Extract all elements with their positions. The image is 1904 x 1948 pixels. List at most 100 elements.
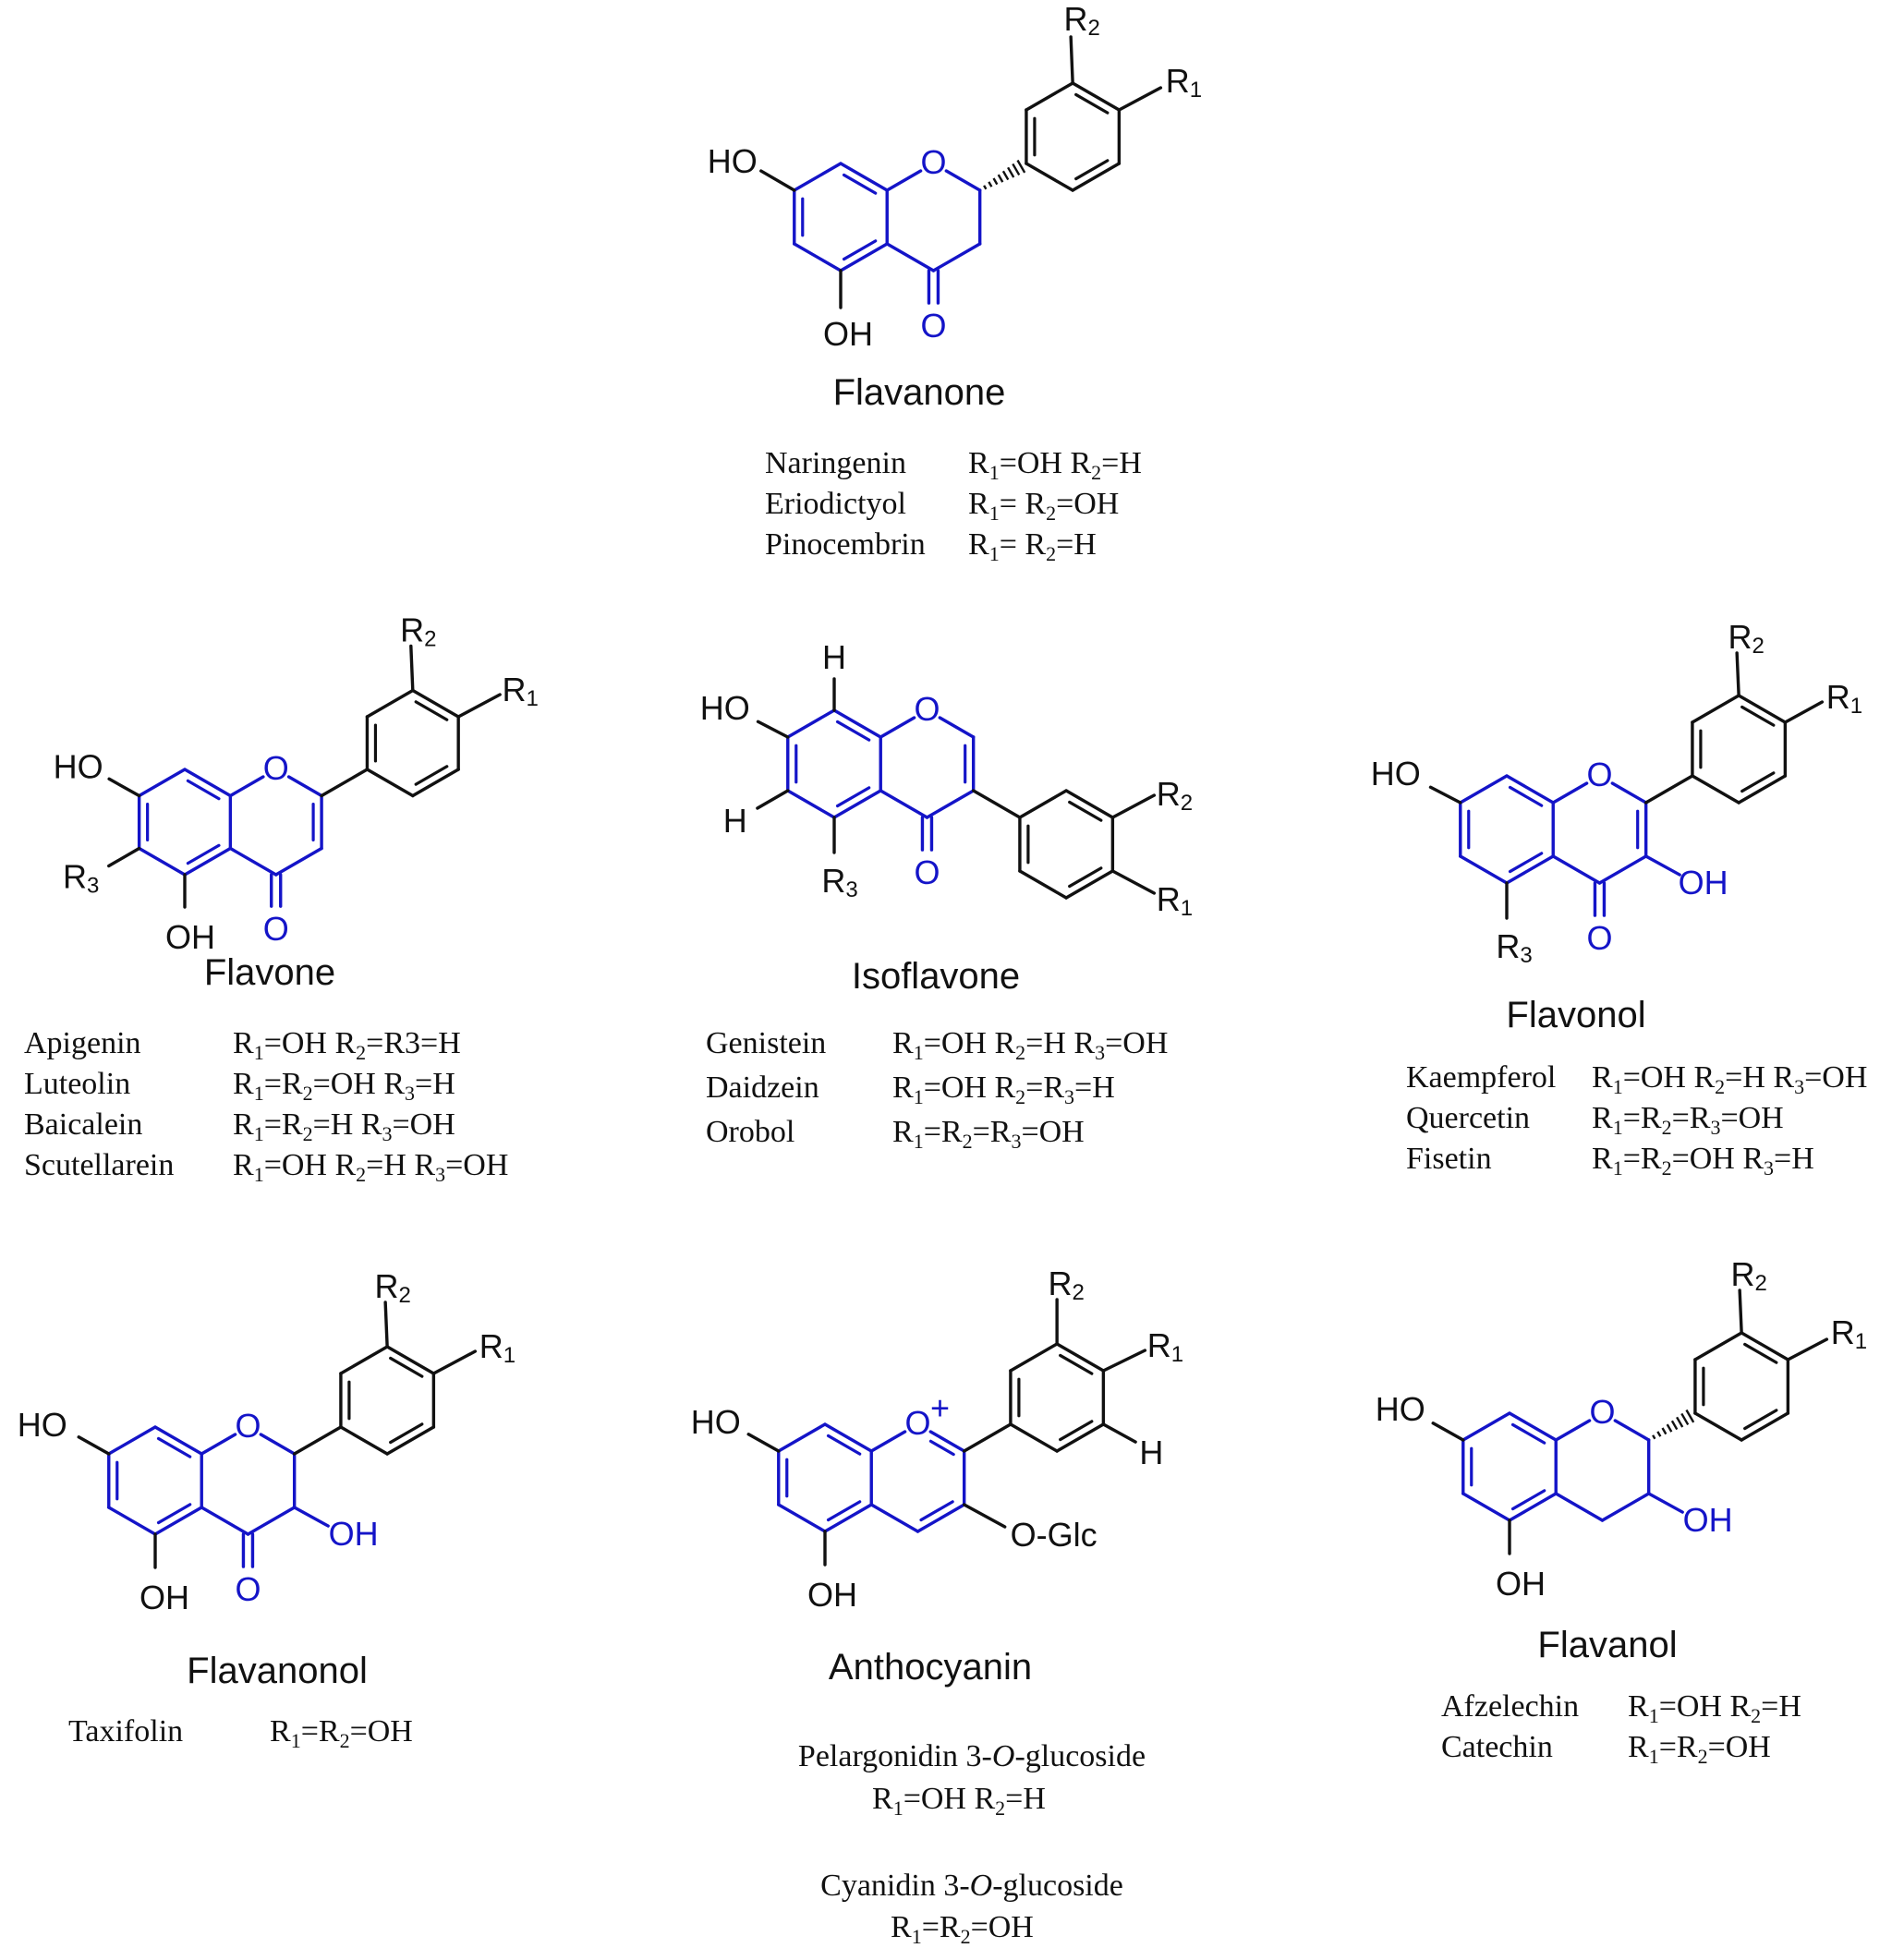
bond (107, 1425, 157, 1456)
bond (839, 162, 889, 192)
r1-label: R1 (1157, 880, 1193, 921)
atom-symbol: O (1589, 1393, 1615, 1431)
r-subscript: 1 (893, 1797, 903, 1820)
r-symbol: R (994, 1026, 1015, 1060)
bond (1431, 1422, 1465, 1442)
r-symbol: R (1592, 1142, 1613, 1176)
r-value: =OH (350, 1714, 413, 1748)
r-subscript: 2 (1046, 542, 1056, 565)
r2-label: R2 (1063, 0, 1099, 41)
r-subscript: 1 (1613, 1075, 1623, 1098)
r-subscript: 1 (989, 461, 1000, 484)
r-subscript: 2 (1046, 502, 1056, 525)
atom-symbol: O (235, 1570, 261, 1608)
bond (962, 1503, 1007, 1529)
r-symbol: R (990, 1115, 1012, 1149)
stereo-hash (1016, 159, 1026, 174)
bond (777, 1422, 827, 1453)
atom-symbol: O (1586, 756, 1612, 793)
bond (1101, 1422, 1137, 1444)
bond (1064, 869, 1115, 900)
stereo-hash (1652, 1434, 1656, 1440)
atom-symbol: HO (691, 1403, 741, 1441)
r-subscript: 2 (356, 1163, 366, 1186)
bond (183, 768, 233, 798)
atom-symbol: OH (1496, 1565, 1546, 1603)
atom-subscript: 1 (1181, 896, 1193, 921)
r-value: = (1623, 1101, 1641, 1135)
stereo-hash (1656, 1431, 1662, 1437)
atom-symbol: R (1063, 0, 1087, 38)
bond (1009, 1422, 1059, 1453)
hydrogen-label: H (723, 802, 747, 840)
compound-name: Naringenin (765, 446, 906, 480)
r-subscript: 2 (1698, 1745, 1708, 1768)
bond (842, 239, 878, 261)
atom-symbol: R (1728, 618, 1752, 656)
r-symbol: R (1677, 1730, 1698, 1764)
substituent-rule: R1=OH R2=R3=H (233, 1026, 461, 1064)
atom-symbol: O-Glc (1011, 1516, 1098, 1554)
hydroxyl-label: HO (700, 689, 750, 727)
bond (228, 775, 265, 798)
r-symbol: R (1690, 1101, 1711, 1135)
bond (1505, 774, 1555, 805)
substituent-rule: R1=R2=R3=OH (1592, 1101, 1784, 1139)
atom-symbol: HO (1376, 1390, 1425, 1428)
r-symbol: R (872, 1782, 893, 1816)
compound-anthocyanin: O+HOOHO-GlcR1R2HAnthocyaninPelargonidin … (691, 1264, 1183, 1948)
stereo-hash (983, 185, 988, 190)
atom-symbol: R (1157, 775, 1181, 813)
bond (1018, 869, 1068, 900)
r-symbol: R (233, 1067, 254, 1101)
compound-name: Eriodictyol (765, 487, 906, 521)
bond (1693, 1331, 1743, 1361)
carbonyl-oxygen: O (235, 1570, 261, 1608)
r-symbol: R (270, 1714, 291, 1748)
bond (928, 1439, 955, 1457)
r-subscript: 3 (382, 1122, 392, 1145)
stereo-hash (997, 174, 1004, 183)
ring-oxygen: O (1589, 1393, 1615, 1431)
atom-symbol: R (1166, 62, 1190, 100)
compound-name: Baicalein (24, 1107, 142, 1142)
r1-label: R1 (502, 671, 538, 711)
bond (1600, 1492, 1651, 1522)
bond (1743, 1409, 1778, 1431)
atom-subscript: 1 (1850, 694, 1862, 719)
bond (1074, 92, 1110, 115)
atom-symbol: HO (708, 142, 758, 180)
r-value: =OH (1659, 1689, 1730, 1724)
bond (1059, 1353, 1094, 1375)
bond (879, 716, 916, 739)
bond (826, 1500, 862, 1522)
bond (1110, 793, 1157, 819)
bond (409, 644, 415, 693)
r-subscript: 2 (340, 1729, 350, 1752)
bond (1064, 789, 1115, 819)
r2-label: R2 (1728, 618, 1764, 659)
bond (1740, 705, 1776, 727)
substituent-rule: R1=OH R2=R3=H (892, 1071, 1115, 1108)
carbonyl-oxygen: O (263, 910, 289, 948)
r1-label: R1 (1826, 678, 1862, 719)
bond (1735, 651, 1740, 697)
r-subscript: 1 (254, 1163, 264, 1186)
atom-symbol: O (1586, 919, 1612, 957)
bond (153, 1506, 203, 1536)
r-value: =H (1005, 1782, 1046, 1816)
r-symbol: R (968, 487, 989, 521)
r1-label: R1 (479, 1327, 515, 1368)
r-symbol: R (282, 1107, 303, 1142)
bond (962, 1422, 1013, 1453)
atom-symbol: HO (18, 1406, 67, 1444)
r-symbol: R (334, 1026, 356, 1060)
compound-name: Fisetin (1406, 1142, 1492, 1176)
bond (944, 169, 982, 192)
bond (259, 1433, 297, 1456)
compound-name: Scutellarein (24, 1148, 174, 1182)
hydroxyl-label: OH (139, 1579, 189, 1616)
